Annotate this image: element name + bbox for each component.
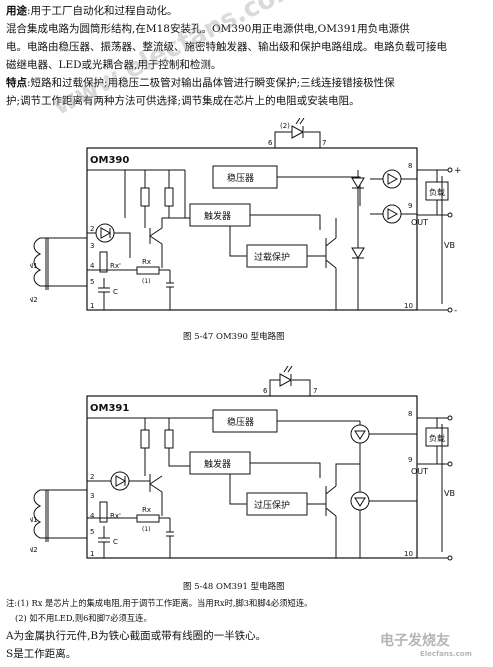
watermark-corner-cn: 电子发烧友 [380, 633, 450, 649]
figure-1-caption: 图 5-47 OM390 型电路图 [183, 332, 285, 342]
pin-1: 1 [90, 550, 94, 558]
figure-2-caption: 图 5-48 OM391 型电路图 [183, 582, 285, 592]
capacitor-icon [98, 278, 110, 310]
out-label: OUT [411, 467, 428, 476]
regulator-label: 稳压器 [227, 172, 254, 184]
note-1: 注:(1) Rx 是芯片上的集成电阻,用于调节工作距离。当用Rx时,脚3和脚4必… [6, 598, 313, 608]
vb-label: VB [444, 489, 455, 498]
pin-9: 9 [408, 202, 412, 210]
feature-line-2: 护;调节工作距离有两种方法可供选择;调节集成在芯片上的电阻或安装电阻。 [6, 95, 360, 107]
pin-3: 3 [90, 242, 94, 250]
coil-icon [33, 237, 42, 287]
pin-3: 3 [90, 492, 94, 500]
led-icon [291, 125, 305, 139]
use-text: :用于工厂自动化和过程自动化。 [27, 5, 178, 17]
desc-line-1: 混合集成电路为圆筒形结构,在M18安装孔。OM390用正电源供电,OM391用负… [6, 23, 410, 35]
use-paragraph: 用途:用于工厂自动化和过程自动化。 [6, 3, 178, 20]
rx-label: Rx [142, 258, 151, 266]
pin-8: 8 [408, 410, 412, 418]
pin-9: 9 [408, 456, 412, 464]
chip-title: OM391 [90, 403, 129, 414]
rx-note-mark: (1) [142, 278, 151, 285]
led-mark: (2) [280, 122, 290, 130]
rx-chip-label: Rx' [110, 512, 121, 520]
pin-7: 7 [313, 387, 317, 395]
coil-n1: N1 [30, 516, 38, 524]
vb-label: VB [444, 241, 455, 250]
use-label: 用途 [6, 5, 27, 17]
chip-title: OM390 [90, 155, 129, 166]
om391-circuit-diagram: OM391 稳压器 触发器 过压保护 N1 N2 Rx' Rx (1) C 1 [30, 366, 455, 561]
load-label: 负载 [429, 187, 445, 197]
coil-n2: N2 [30, 546, 38, 554]
led-arrows [295, 118, 305, 125]
led-wire [274, 131, 321, 148]
pin-4: 4 [90, 262, 95, 270]
protect-label: 过载保护 [254, 251, 290, 263]
chip-outline [86, 147, 418, 311]
pin-10: 10 [404, 550, 413, 558]
desc-line-3: 磁继电器、LED或光耦合器,用于控制和检测。 [6, 59, 222, 71]
led-icon [279, 373, 293, 387]
pin-5: 5 [90, 278, 94, 286]
pin-2: 2 [90, 473, 94, 481]
capacitor-label: C [113, 288, 118, 296]
pin-6: 6 [268, 139, 273, 147]
capacitor-icon [98, 526, 110, 558]
pin-6: 6 [263, 387, 268, 395]
pin-8: 8 [408, 162, 412, 170]
note-2: (2) 如不用LED,则6和脚7必须互连。 [15, 613, 152, 623]
line-a: A为金属执行元件,B为铁心截面或带有线圈的一半铁心。 [6, 630, 267, 642]
minus-mark: - [454, 306, 457, 316]
trigger-label: 触发器 [204, 458, 231, 470]
plus-mark: + [454, 166, 462, 176]
coil-n2: N2 [30, 296, 38, 304]
pin-7: 7 [322, 139, 326, 147]
coil-icon [33, 489, 42, 539]
capacitor-label: C [113, 538, 118, 546]
feature-label: 特点 [6, 77, 27, 89]
pin-2: 2 [90, 225, 94, 233]
trigger-label: 触发器 [204, 210, 231, 222]
zener-icon-2 [351, 247, 365, 259]
watermark-corner-en: Elecfans.com [420, 650, 472, 658]
out-label: OUT [411, 218, 428, 227]
rx-chip-label: Rx' [110, 262, 121, 270]
om390-circuit-diagram: OM390 (2) 稳压器 触发器 过载保护 N1 N2 Rx' Rx (1) … [30, 118, 462, 316]
desc-line-2: 电。电路由稳压器、振荡器、整流级、施密特触发器、输出级和保护电路组成。电路负载可… [6, 41, 447, 53]
feature-line-1: :短路和过载保护;用稳压二极管对输出晶体管进行瞬变保护;三线连接错接极性保 [27, 77, 395, 89]
coil-n1: N1 [30, 262, 38, 270]
load-label: 负载 [429, 433, 445, 443]
zener-icon-1 [351, 177, 365, 189]
rx-note-mark: (1) [142, 526, 151, 533]
rx-label: Rx [142, 506, 151, 514]
pin-5: 5 [90, 528, 94, 536]
chip-outline [86, 395, 418, 559]
pin-10: 10 [404, 302, 413, 310]
pin-1: 1 [90, 302, 94, 310]
regulator-label: 稳压器 [227, 416, 254, 428]
feature-paragraph: 特点:短路和过载保护;用稳压二极管对输出晶体管进行瞬变保护;三线连接错接极性保 [6, 75, 395, 92]
line-s: S是工作距离。 [6, 648, 77, 660]
protect-label: 过压保护 [254, 499, 290, 511]
pin-4: 4 [90, 512, 95, 520]
